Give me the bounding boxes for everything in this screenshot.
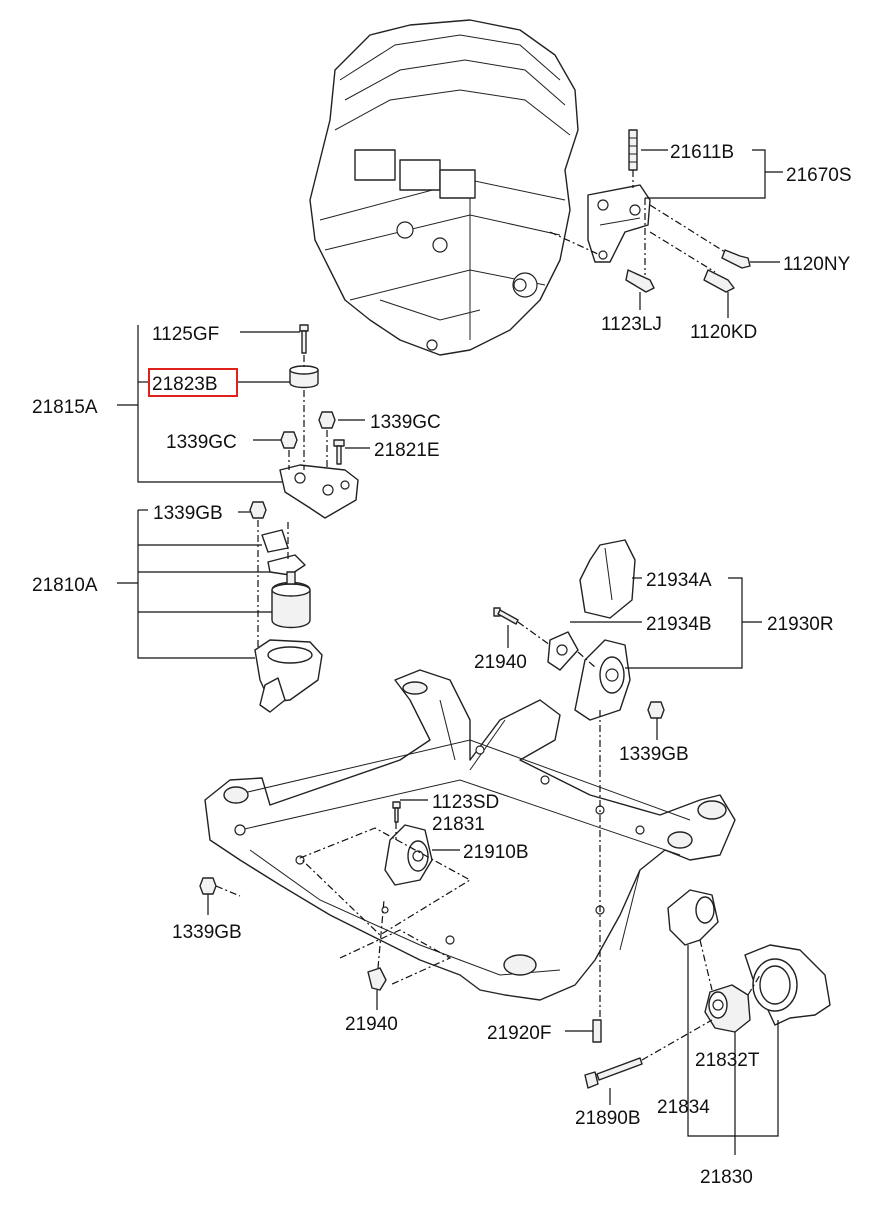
label-21890B[interactable]: 21890B xyxy=(575,1108,641,1129)
label-1120KD[interactable]: 1120KD xyxy=(690,322,757,343)
label-1339GB-top[interactable]: 1339GB xyxy=(153,503,223,524)
label-21834[interactable]: 21834 xyxy=(657,1097,710,1118)
label-1123SD[interactable]: 1123SD xyxy=(432,792,499,813)
label-21821E[interactable]: 21821E xyxy=(374,440,440,461)
rear-mount-assembly xyxy=(493,539,665,721)
label-21830[interactable]: 21830 xyxy=(700,1167,753,1188)
label-21940-right[interactable]: 21940 xyxy=(474,652,527,673)
label-21940-bottom[interactable]: 21940 xyxy=(345,1014,398,1035)
label-21670S[interactable]: 21670S xyxy=(786,165,852,186)
leader-lines xyxy=(117,149,783,1155)
center-mount-21910B xyxy=(199,801,602,1043)
label-21810A[interactable]: 21810A xyxy=(32,575,98,596)
label-21815A[interactable]: 21815A xyxy=(32,397,98,418)
label-21934B[interactable]: 21934B xyxy=(646,614,712,635)
label-21832T[interactable]: 21832T xyxy=(695,1050,760,1071)
label-1339GC-left[interactable]: 1339GC xyxy=(166,432,237,453)
label-1339GB-mid[interactable]: 1339GB xyxy=(619,744,689,765)
label-1339GB-left[interactable]: 1339GB xyxy=(172,922,242,943)
label-1125GF[interactable]: 1125GF xyxy=(152,324,219,345)
engine-block xyxy=(309,19,579,356)
right-mount-assembly xyxy=(584,889,831,1089)
part-labels: 21611B 21670S 1120NY 1123LJ 1120KD 1125G… xyxy=(32,142,852,1188)
label-21934A[interactable]: 21934A xyxy=(646,570,712,591)
label-21831[interactable]: 21831 xyxy=(432,814,485,835)
label-1339GC-right[interactable]: 1339GC xyxy=(370,412,441,433)
bracket-21670S xyxy=(587,129,751,293)
label-21611B[interactable]: 21611B xyxy=(670,142,734,163)
label-1123LJ[interactable]: 1123LJ xyxy=(601,314,662,335)
label-21920F[interactable]: 21920F xyxy=(487,1023,551,1044)
label-21930R[interactable]: 21930R xyxy=(767,614,834,635)
label-21823B[interactable]: 21823B xyxy=(152,374,218,395)
subframe-crossmember xyxy=(204,669,736,1001)
label-1120NY[interactable]: 1120NY xyxy=(783,254,851,275)
left-mount-assembly xyxy=(249,324,359,713)
label-21910B[interactable]: 21910B xyxy=(463,842,529,863)
highlight-box-21823B xyxy=(148,368,238,397)
